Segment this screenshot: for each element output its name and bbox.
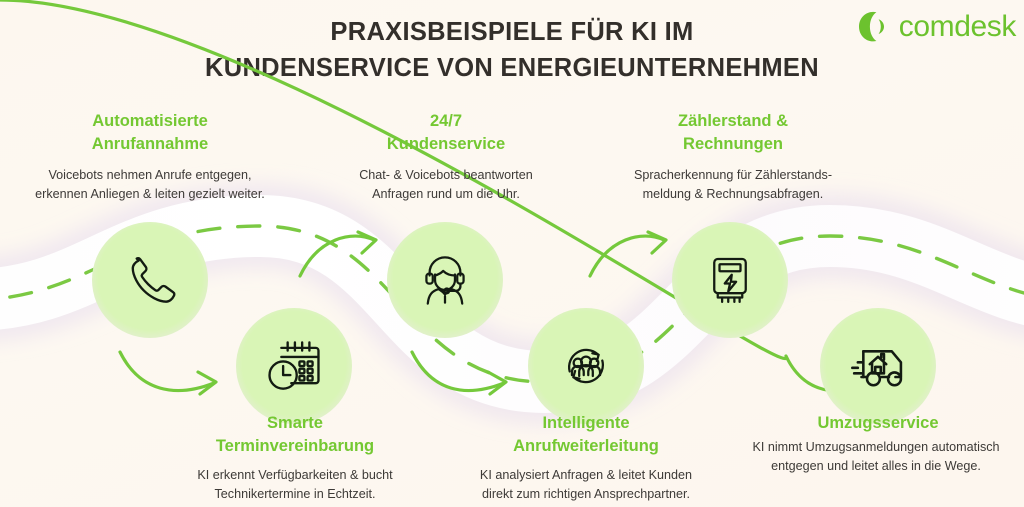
comdesk-mark-icon xyxy=(858,11,884,42)
page-title-line-1: PRAXISBEISPIELE FÜR KI IM xyxy=(330,18,694,46)
step-1-desc-line-1: Voicebots nehmen Anrufe entgegen, xyxy=(48,168,252,182)
step-3-bubble[interactable] xyxy=(387,222,503,338)
step-4-description: KI analysiert Anfragen & leitet Kunden d… xyxy=(450,466,722,504)
step-4-title-line-1: Intelligente xyxy=(542,414,630,432)
step-6-title: Umzugsservice xyxy=(768,412,988,435)
step-1-desc-line-2: erkennen Anliegen & leiten gezielt weite… xyxy=(35,187,265,202)
step-4-title-line-2: Anrufweiterleitung xyxy=(513,436,659,455)
step-5-bubble[interactable] xyxy=(672,222,788,338)
arrow-step-2-to-3 xyxy=(298,230,378,278)
step-3-desc-line-2: Anfragen rund um die Uhr. xyxy=(372,187,520,202)
step-1-title-line-2: Anrufannahme xyxy=(91,134,209,153)
headset-agent-icon xyxy=(425,256,465,305)
step-3-title-line-2: Kundenservice xyxy=(386,134,506,153)
step-2-description: KI erkennt Verfügbarkeiten & bucht Techn… xyxy=(160,466,430,504)
step-5-title: Zählerstand & Rechnungen xyxy=(620,110,846,156)
step-1-description: Voicebots nehmen Anrufe entgegen, erkenn… xyxy=(16,166,284,204)
people-routing-icon xyxy=(568,348,604,384)
step-6-title-line-1: Umzugsservice xyxy=(817,414,939,432)
step-2-bubble[interactable] xyxy=(236,308,352,424)
calendar-clock-icon xyxy=(268,341,320,390)
step-5-title-line-2: Rechnungen xyxy=(683,134,783,153)
step-6-description: KI nimmt Umzugsanmeldungen automatisch e… xyxy=(732,438,1020,476)
step-6-desc-line-2: entgegen und leitet alles in die Wege. xyxy=(771,459,981,474)
step-2-title: Smarte Terminvereinbarung xyxy=(180,412,410,458)
step-3-desc-line-1: Chat- & Voicebots beantworten xyxy=(359,168,533,182)
step-4-desc-line-2: direkt zum richtigen Ansprechpartner. xyxy=(482,487,690,502)
step-3-title-line-1: 24/7 xyxy=(429,112,463,130)
step-3-title: 24/7 Kundenservice xyxy=(340,110,552,156)
step-1-title: Automatisierte Anrufannahme xyxy=(40,110,260,156)
electricity-meter-icon xyxy=(713,257,747,304)
step-2-title-line-2: Terminvereinbarung xyxy=(215,436,375,455)
step-4-bubble[interactable] xyxy=(528,308,644,424)
step-2-title-line-1: Smarte xyxy=(267,414,323,432)
page-title-line-2: KUNDENSERVICE VON ENERGIEUNTERNEHMEN xyxy=(205,54,819,83)
moving-truck-house-icon xyxy=(851,350,903,387)
step-3-description: Chat- & Voicebots beantworten Anfragen r… xyxy=(318,166,574,204)
arrow-step-3-to-4 xyxy=(410,350,508,396)
step-6-bubble[interactable] xyxy=(820,308,936,424)
phone-handset-icon xyxy=(131,257,176,303)
step-5-desc-line-2: meldung & Rechnungsabfragen. xyxy=(642,187,824,202)
step-2-desc-line-1: KI erkennt Verfügbarkeiten & bucht xyxy=(197,468,393,482)
comdesk-logo[interactable]: comdesk xyxy=(856,10,1016,44)
step-4-title: Intelligente Anrufweiterleitung xyxy=(472,412,700,458)
arrow-step-4-to-5 xyxy=(588,230,668,278)
step-5-desc-line-1: Spracherkennung für Zählerstands- xyxy=(633,168,833,182)
arrow-step-1-to-2 xyxy=(118,350,218,396)
step-5-title-line-1: Zählerstand & xyxy=(677,112,789,130)
step-6-desc-line-1: KI nimmt Umzugsanmeldungen automatisch xyxy=(752,440,1000,454)
step-4-desc-line-1: KI analysiert Anfragen & leitet Kunden xyxy=(479,468,693,482)
comdesk-wordmark: comdesk xyxy=(898,10,1017,43)
step-1-title-line-1: Automatisierte xyxy=(92,112,208,130)
step-5-description: Spracherkennung für Zählerstands- meldun… xyxy=(600,166,866,204)
page-title: PRAXISBEISPIELE FÜR KI IM KUNDENSERVICE … xyxy=(102,14,922,86)
step-1-bubble[interactable] xyxy=(92,222,208,338)
step-2-desc-line-2: Technikertermine in Echtzeit. xyxy=(214,487,376,502)
